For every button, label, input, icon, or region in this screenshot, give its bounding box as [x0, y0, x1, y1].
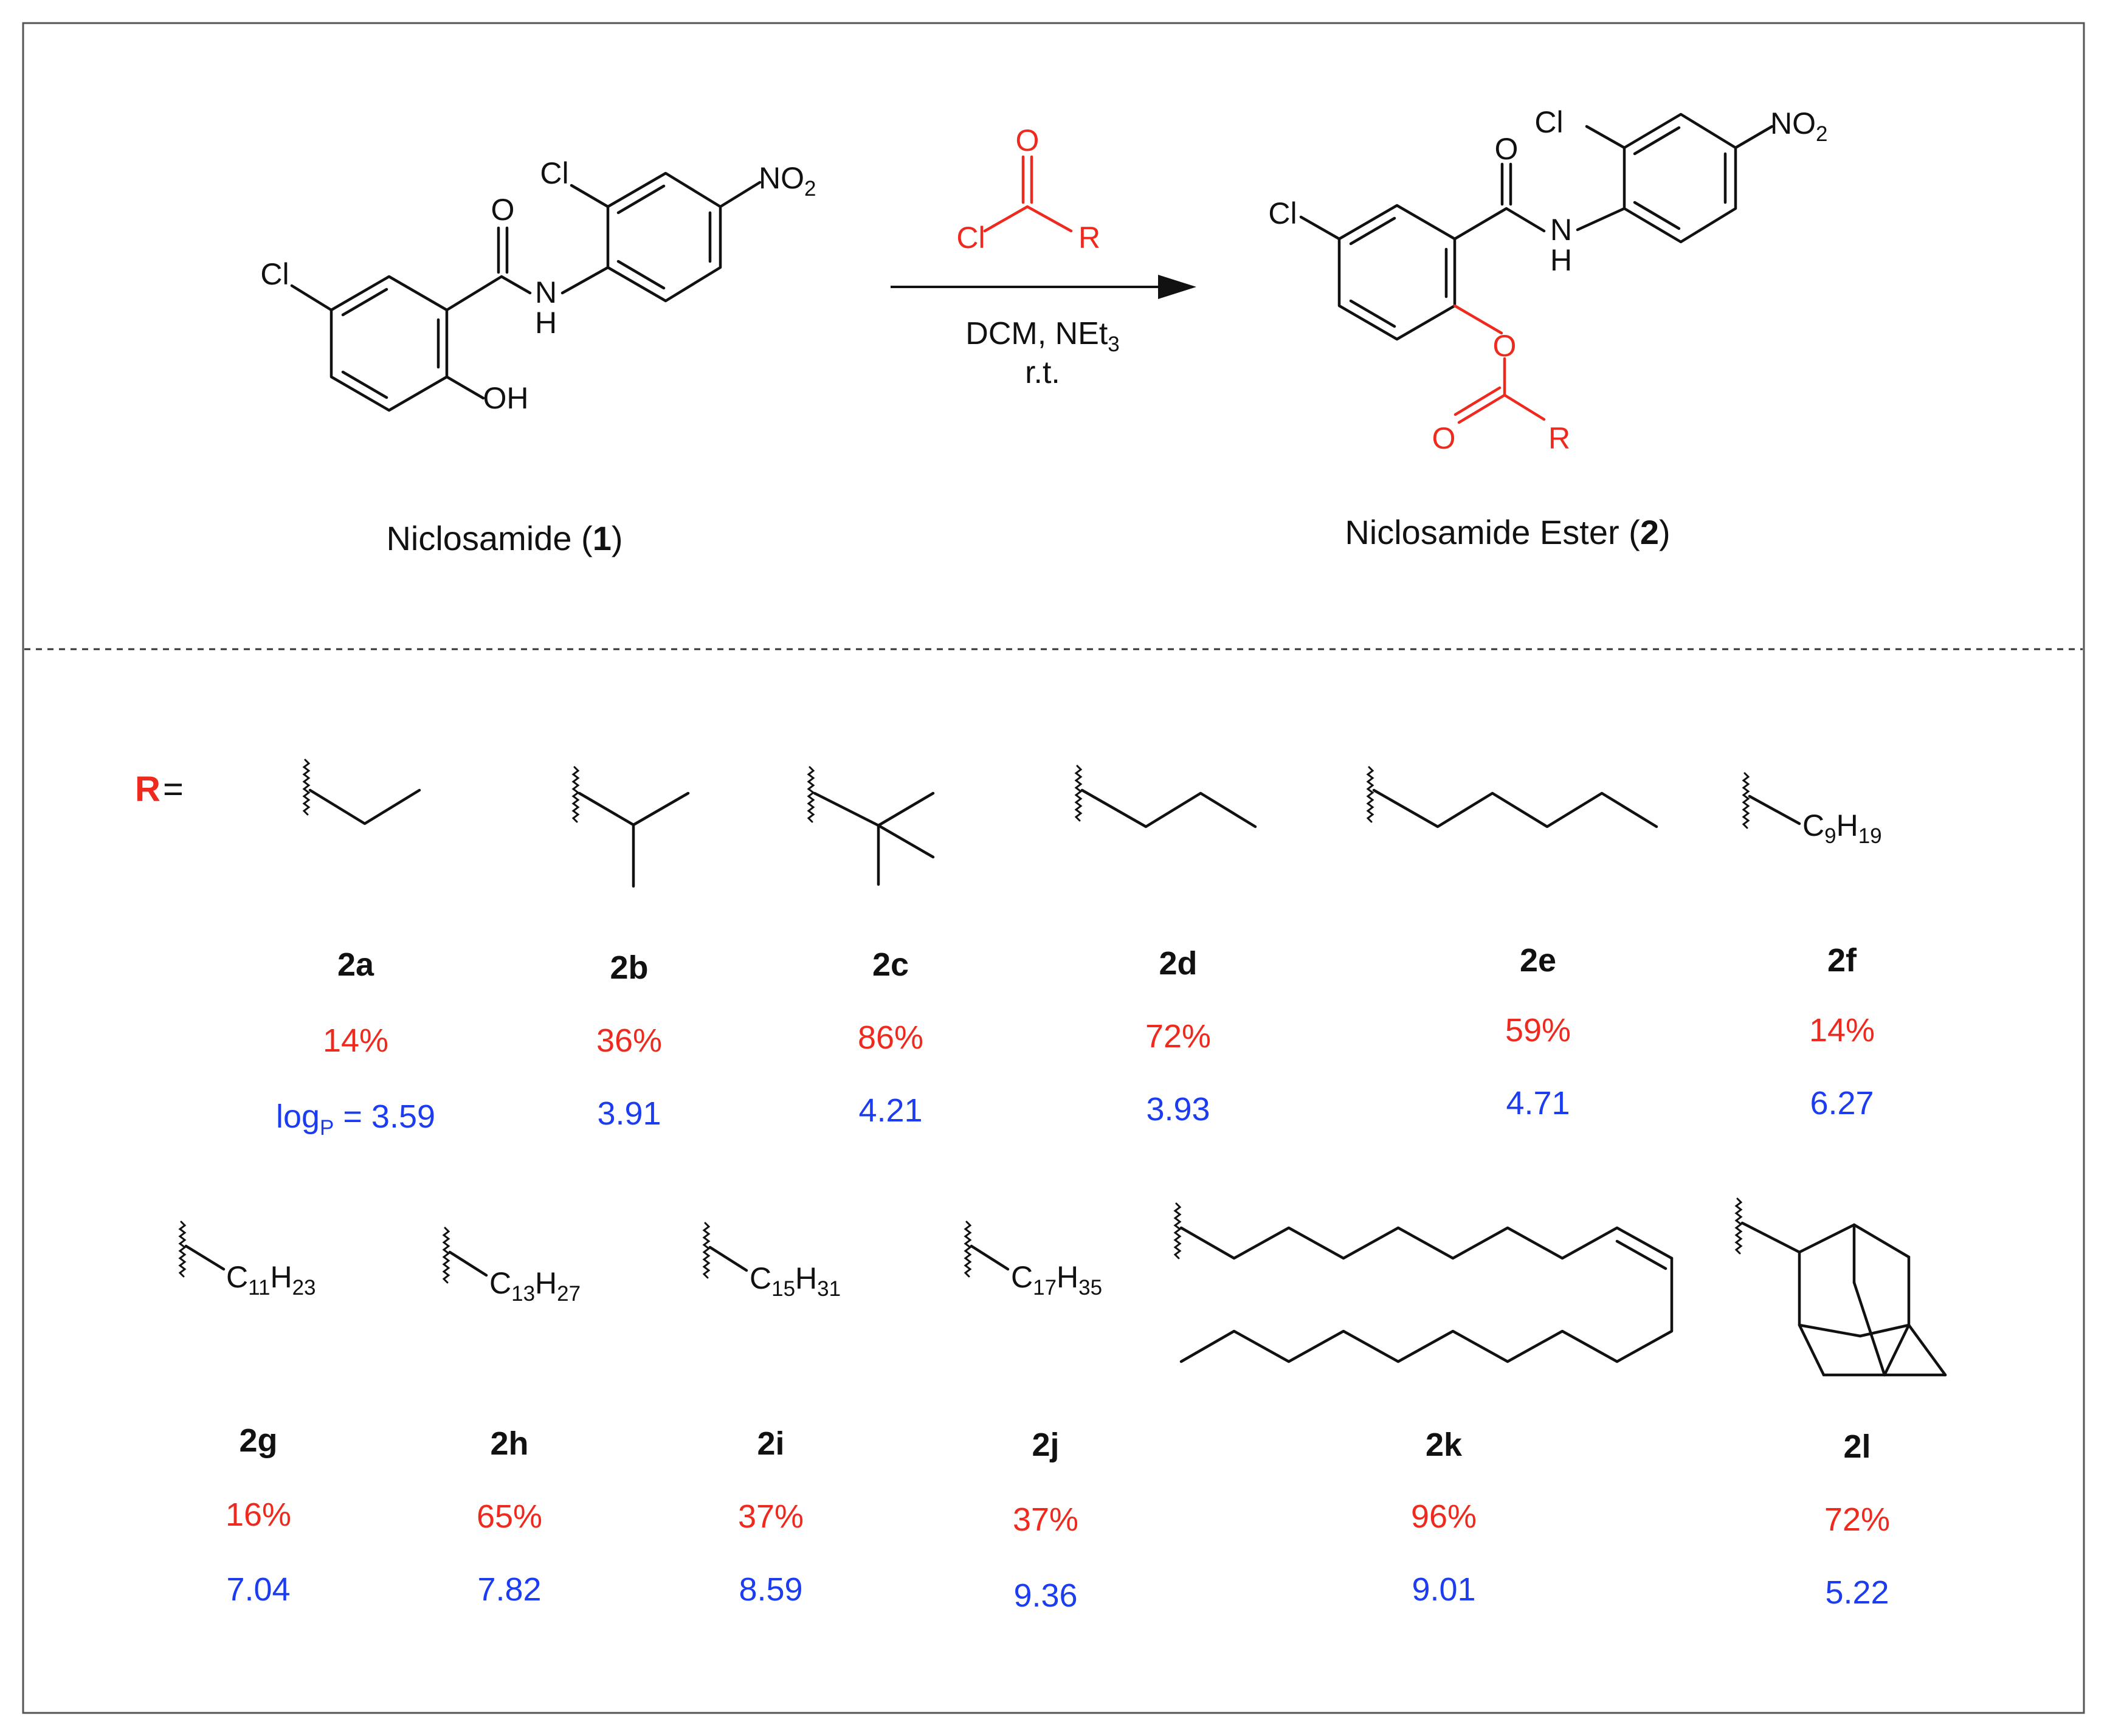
- acyl-chloride-reagent: O Cl R: [956, 123, 1100, 255]
- reagent-chlorine: Cl: [956, 221, 985, 255]
- reagent-carbonyl-oxygen: O: [1016, 123, 1040, 157]
- r-group-2g-formula: C11H23: [226, 1260, 316, 1300]
- product-amide-nitrogen: N: [1550, 213, 1572, 247]
- yield-2l: 72%: [1824, 1501, 1890, 1538]
- logp-2b: 3.91: [597, 1095, 661, 1132]
- sm-ring-chlorine: Cl: [260, 257, 289, 291]
- logp-2e: 4.71: [1506, 1085, 1570, 1121]
- niclosamide-ester-structure: Cl O N H Cl NO2 O O R: [1268, 105, 1827, 455]
- r-group-2f-formula: C9H19: [1802, 808, 1882, 848]
- yield-2a: 14%: [323, 1022, 388, 1059]
- product-ring-chlorine: Cl: [1268, 196, 1297, 230]
- sm-amide-hydrogen: H: [535, 306, 557, 340]
- yield-2b: 36%: [596, 1022, 662, 1059]
- compound-id-2g: 2g: [239, 1422, 277, 1459]
- r-group-2l-adamantyl: [1734, 1197, 1947, 1377]
- r-group-2i-pentadecyl: C15H31: [702, 1222, 841, 1301]
- r-group-2d-propyl: [1074, 765, 1257, 828]
- logp-2h: 7.82: [477, 1571, 541, 1608]
- logp-2k: 9.01: [1412, 1571, 1475, 1608]
- yield-2j: 37%: [1013, 1501, 1078, 1538]
- logp-2l: 5.22: [1825, 1574, 1889, 1611]
- yield-2k: 96%: [1411, 1498, 1477, 1535]
- logp-2c: 4.21: [858, 1092, 922, 1129]
- yield-2i: 37%: [738, 1498, 804, 1535]
- r-group-2k-oleyl: [1173, 1202, 1674, 1363]
- product-amide-hydrogen: H: [1550, 243, 1572, 277]
- yield-2d: 72%: [1145, 1018, 1211, 1055]
- compound-id-2h: 2h: [490, 1425, 528, 1462]
- r-group-2f-nonyl: C9H19: [1742, 772, 1882, 848]
- sm-carbonyl-oxygen: O: [491, 193, 515, 227]
- r-group-2b-isopropyl: [571, 766, 690, 888]
- product-ortho-chlorine: Cl: [1534, 105, 1563, 139]
- sm-ortho-chlorine: Cl: [540, 156, 568, 190]
- figure-frame: [22, 22, 2085, 1714]
- compound-id-2b: 2b: [610, 949, 648, 986]
- r-group-2i-formula: C15H31: [750, 1261, 841, 1301]
- r-group-2j-formula: C17H35: [1011, 1260, 1102, 1300]
- reaction-arrow: [891, 275, 1196, 299]
- logp-2j: 9.36: [1013, 1577, 1077, 1614]
- product-nitro-group: NO2: [1770, 106, 1827, 146]
- r-group-2h-tridecyl: C13H27: [442, 1227, 581, 1306]
- yield-2e: 59%: [1505, 1012, 1571, 1049]
- compound-id-2d: 2d: [1159, 945, 1197, 982]
- compound-id-2c: 2c: [872, 946, 909, 983]
- product-ester-carbonyl-oxygen: O: [1432, 421, 1456, 455]
- yield-2c: 86%: [858, 1019, 923, 1056]
- compound-id-2i: 2i: [757, 1425, 784, 1462]
- product-caption: Niclosamide Ester (2): [1345, 513, 1670, 551]
- logp-2g: 7.04: [226, 1571, 290, 1608]
- sm-amide-nitrogen: N: [535, 275, 557, 309]
- reagent-r-group: R: [1078, 221, 1100, 255]
- logp-2a: logP = 3.59: [276, 1098, 435, 1140]
- r-group-legend-equals: =: [163, 770, 184, 809]
- reaction-conditions-temperature: r.t.: [1025, 355, 1060, 390]
- r-group-2c-tert-butyl: [807, 766, 935, 886]
- niclosamide-structure: Cl O N H OH Cl NO2: [260, 156, 816, 415]
- yield-2g: 16%: [226, 1497, 291, 1533]
- starting-material-caption: Niclosamide (1): [386, 519, 622, 557]
- compound-id-2f: 2f: [1827, 942, 1857, 979]
- logp-2d: 3.93: [1146, 1091, 1210, 1128]
- logp-2i: 8.59: [739, 1571, 802, 1608]
- r-group-2e-pentyl: [1366, 766, 1658, 828]
- r-group-2g-undecyl: C11H23: [178, 1221, 316, 1300]
- compound-id-2a: 2a: [337, 946, 374, 983]
- r-group-2h-formula: C13H27: [489, 1266, 581, 1306]
- sm-hydroxyl: OH: [483, 381, 529, 415]
- row2-compound-labels: 2g 16% 7.04 2h 65% 7.82 2i 37% 8.59 2j 3…: [226, 1422, 1890, 1614]
- compound-id-2k: 2k: [1426, 1427, 1463, 1463]
- r-group-2a-ethyl: [302, 759, 421, 825]
- row1-compound-labels: 2a 14% logP = 3.59 2b 36% 3.91 2c 86% 4.…: [276, 942, 1875, 1140]
- product-ester-oxygen: O: [1493, 329, 1517, 363]
- compound-id-2j: 2j: [1032, 1427, 1059, 1463]
- product-r-group: R: [1548, 421, 1570, 455]
- yield-2h: 65%: [477, 1498, 542, 1535]
- yield-2f: 14%: [1809, 1012, 1875, 1049]
- reaction-conditions-solvent-base: DCM, NEt3: [965, 316, 1119, 356]
- product-carbonyl-oxygen: O: [1495, 132, 1519, 166]
- r-group-2j-heptadecyl: C17H35: [964, 1221, 1102, 1300]
- compound-id-2l: 2l: [1843, 1428, 1871, 1465]
- sm-nitro-group: NO2: [759, 161, 816, 201]
- compound-id-2e: 2e: [1520, 942, 1556, 979]
- r-group-legend-label: R: [135, 770, 160, 809]
- logp-2f: 6.27: [1810, 1085, 1874, 1121]
